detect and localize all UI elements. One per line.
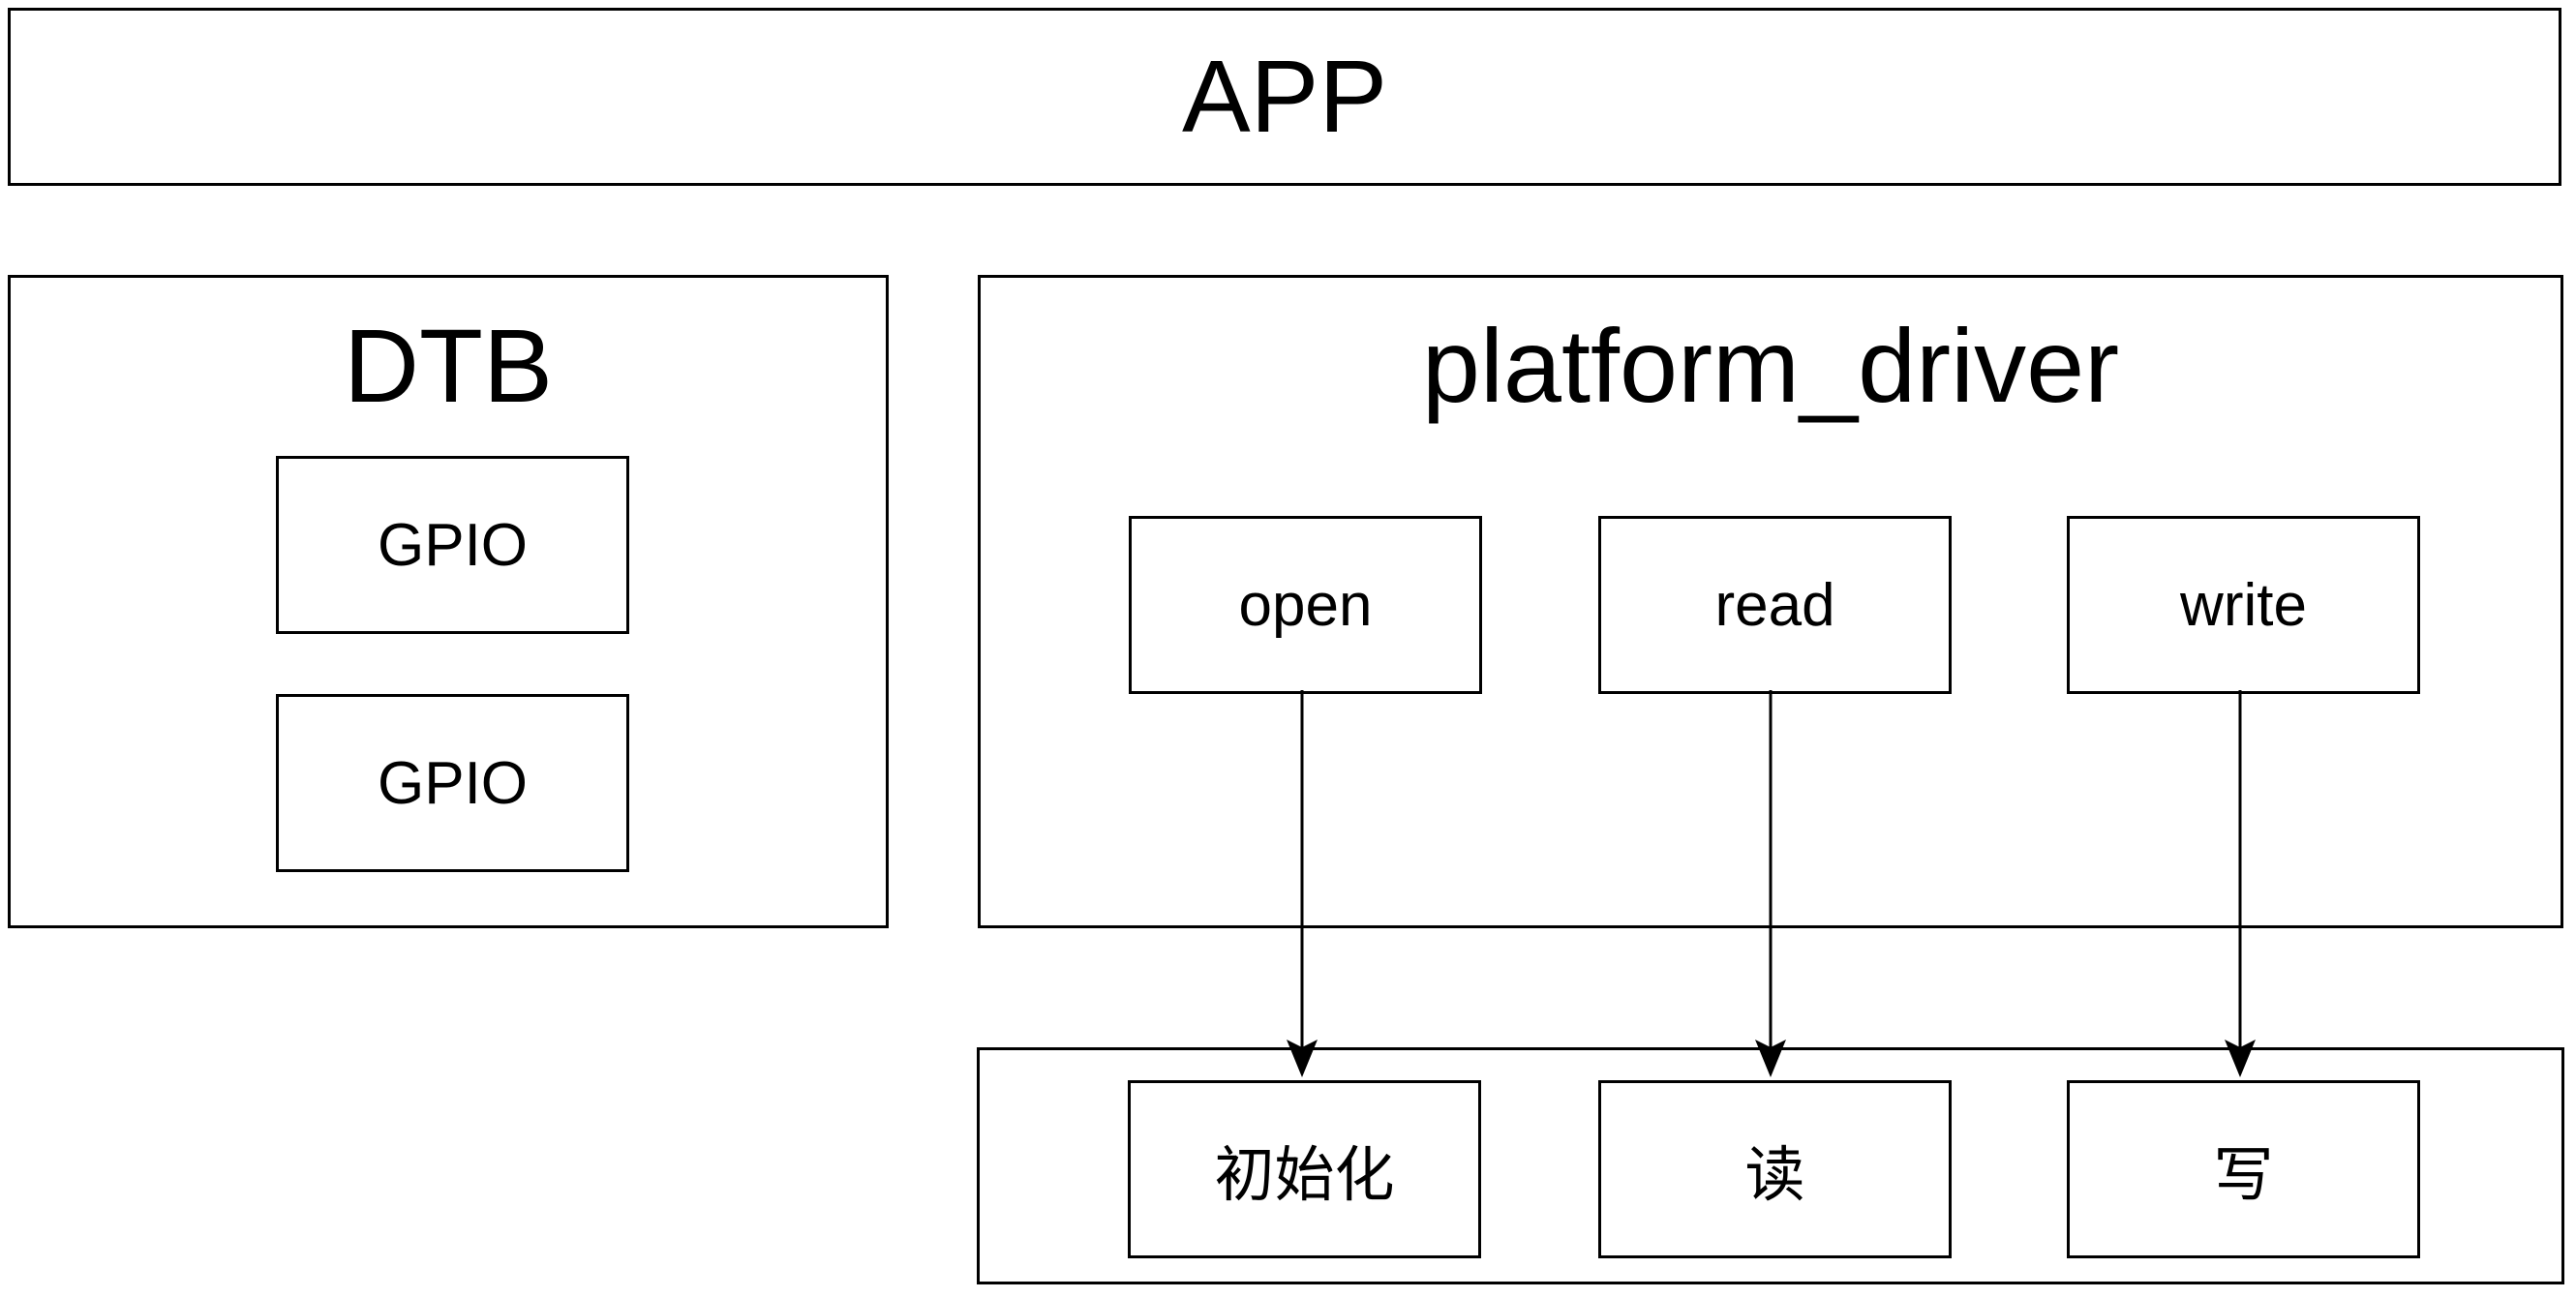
dtb-node-gpio-1: GPIO <box>276 456 629 634</box>
app-label: APP <box>1181 39 1388 154</box>
hw-op-init: 初始化 <box>1128 1080 1481 1258</box>
dtb-box: DTB GPIO GPIO <box>8 275 889 928</box>
app-box: APP <box>8 8 2561 186</box>
dtb-node-gpio-2: GPIO <box>276 694 629 872</box>
driver-fn-read: read <box>1598 516 1952 694</box>
init-label: 初始化 <box>1214 1142 1395 1209</box>
gpio-1-label: GPIO <box>377 511 529 579</box>
dtb-title: DTB <box>344 307 553 424</box>
read-label: read <box>1714 571 1835 639</box>
driver-fn-write: write <box>2067 516 2420 694</box>
platform-driver-title: platform_driver <box>1421 307 2120 424</box>
driver-fn-open: open <box>1129 516 1482 694</box>
hw-op-read: 读 <box>1598 1080 1952 1258</box>
write-label: write <box>2180 571 2307 639</box>
op-write-label: 写 <box>2213 1142 2274 1209</box>
hardware-ops-box: 初始化 读 写 <box>977 1047 2564 1284</box>
gpio-2-label: GPIO <box>377 749 529 817</box>
open-label: open <box>1238 571 1373 639</box>
op-read-label: 读 <box>1744 1142 1805 1209</box>
hw-op-write: 写 <box>2067 1080 2420 1258</box>
platform-driver-box: platform_driver open read write <box>978 275 2563 928</box>
